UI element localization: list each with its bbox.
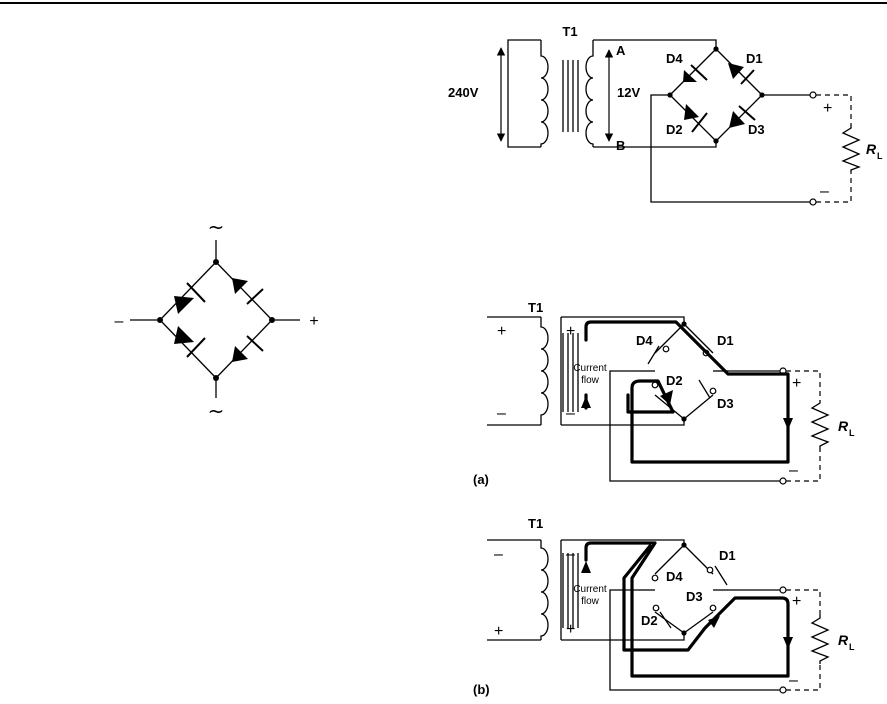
diode-symbol-upper-right bbox=[232, 278, 264, 305]
current-flow-label-line1: Current bbox=[573, 363, 607, 374]
load-resistor bbox=[810, 615, 830, 664]
positive-terminal: + bbox=[309, 313, 318, 330]
transformer-t1 bbox=[540, 40, 594, 147]
diode-d2-label: D2 bbox=[666, 122, 683, 137]
secondary-plus-label: + bbox=[566, 621, 575, 638]
current-flow-label-line2: flow bbox=[581, 375, 600, 386]
diode-d1-label: D1 bbox=[719, 548, 736, 563]
output-terminal-positive bbox=[779, 586, 787, 594]
secondary-minus-label: – bbox=[566, 405, 575, 422]
load-label: R bbox=[838, 632, 849, 648]
node-b-label: B bbox=[616, 138, 625, 153]
primary-minus-label: – bbox=[494, 546, 503, 563]
secondary-voltage-label: 12V bbox=[617, 85, 640, 100]
primary-plus-label: + bbox=[494, 623, 503, 640]
diode-d4-label: D4 bbox=[666, 51, 683, 66]
load-subscript: L bbox=[849, 428, 855, 438]
node-a-label: A bbox=[616, 43, 626, 58]
output-terminal-positive bbox=[809, 91, 817, 99]
output-plus-label: + bbox=[792, 375, 801, 392]
current-flow-label-line1: Current bbox=[573, 584, 607, 595]
caption-b: (b) bbox=[473, 682, 490, 697]
diode-d2-label: D2 bbox=[666, 373, 683, 388]
output-plus-label: + bbox=[792, 593, 801, 610]
load-subscript: L bbox=[849, 642, 855, 652]
caption-a: (a) bbox=[473, 472, 489, 487]
secondary-minus-label: – bbox=[566, 546, 575, 563]
secondary-plus-label: + bbox=[566, 323, 575, 340]
output-plus-label: + bbox=[823, 100, 832, 117]
diode-d4-label: D4 bbox=[636, 333, 653, 348]
load-label: R bbox=[866, 141, 877, 157]
diode-d3-label: D3 bbox=[686, 589, 703, 604]
output-minus-label: – bbox=[820, 183, 829, 200]
output-terminal-negative bbox=[809, 198, 817, 206]
primary-minus-label: – bbox=[497, 405, 506, 422]
bridge-symbol: ~ ~ – + bbox=[115, 215, 319, 423]
diode-symbol-lower-right bbox=[232, 335, 264, 362]
diode-d3-label: D3 bbox=[717, 396, 734, 411]
diode-d1-label: D1 bbox=[717, 333, 734, 348]
diode-d4-label: D4 bbox=[666, 569, 683, 584]
output-terminal-negative bbox=[779, 477, 787, 485]
load-resistor bbox=[841, 125, 861, 172]
diode-d1-label: D1 bbox=[746, 51, 763, 66]
transformer-label: T1 bbox=[528, 300, 543, 315]
current-flow-diagram-a: T1 + – + – Current flow D4 D1 D2 D3 + bbox=[473, 300, 855, 487]
diode-d3-label: D3 bbox=[748, 122, 765, 137]
bridge-rectifier-circuit: 240V T1 A 12V B D4 bbox=[448, 24, 883, 206]
primary-voltage-label: 240V bbox=[448, 85, 479, 100]
current-flow-diagram-b: T1 – + – + Current flow D1 D4 D3 D2 + bbox=[473, 516, 855, 697]
ac-terminal-bottom: ~ bbox=[208, 399, 225, 423]
current-path bbox=[584, 320, 790, 464]
current-flow-label-line2: flow bbox=[581, 596, 600, 607]
ac-terminal-top: ~ bbox=[208, 215, 225, 239]
diode-symbol-lower-left bbox=[174, 326, 206, 358]
diode-symbol-upper-left bbox=[174, 282, 206, 314]
diode-d2-label: D2 bbox=[641, 613, 658, 628]
current-path bbox=[584, 541, 790, 678]
negative-terminal: – bbox=[115, 313, 124, 330]
load-subscript: L bbox=[877, 151, 883, 161]
primary-plus-label: + bbox=[497, 323, 506, 340]
load-resistor bbox=[810, 400, 830, 451]
output-terminal-negative bbox=[779, 686, 787, 694]
transformer-label: T1 bbox=[562, 24, 577, 39]
output-minus-label: – bbox=[789, 462, 798, 479]
load-label: R bbox=[838, 418, 849, 434]
transformer-label: T1 bbox=[528, 516, 543, 531]
output-minus-label: – bbox=[789, 672, 798, 689]
